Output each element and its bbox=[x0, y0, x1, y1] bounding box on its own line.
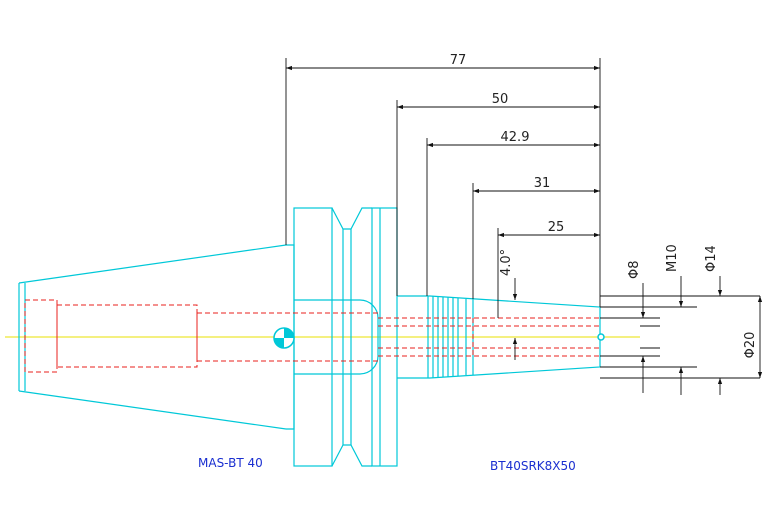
dim-dia-14-label: Φ14 bbox=[704, 245, 719, 272]
holder-outline bbox=[18, 207, 601, 467]
dim-50-label: 50 bbox=[492, 92, 509, 107]
dim-25-label: 25 bbox=[548, 220, 565, 235]
hidden-lines bbox=[24, 299, 600, 373]
dim-m10-label: M10 bbox=[665, 244, 680, 272]
dim-dia-8-label: Φ8 bbox=[627, 260, 642, 279]
dim-31-label: 31 bbox=[534, 176, 551, 191]
dim-77-label: 77 bbox=[450, 53, 467, 68]
center-mark-right bbox=[597, 333, 605, 341]
holder-caption: MAS-BT 40 bbox=[198, 456, 263, 470]
center-mark-left bbox=[273, 327, 295, 349]
dim-dia-20-label: Φ20 bbox=[743, 332, 758, 359]
dimension-lines bbox=[285, 58, 763, 395]
dim-taper-angle-label: 4.0° bbox=[499, 249, 514, 276]
dim-42-9-label: 42.9 bbox=[501, 130, 530, 145]
extension-caption: BT40SRK8X50 bbox=[490, 459, 576, 473]
